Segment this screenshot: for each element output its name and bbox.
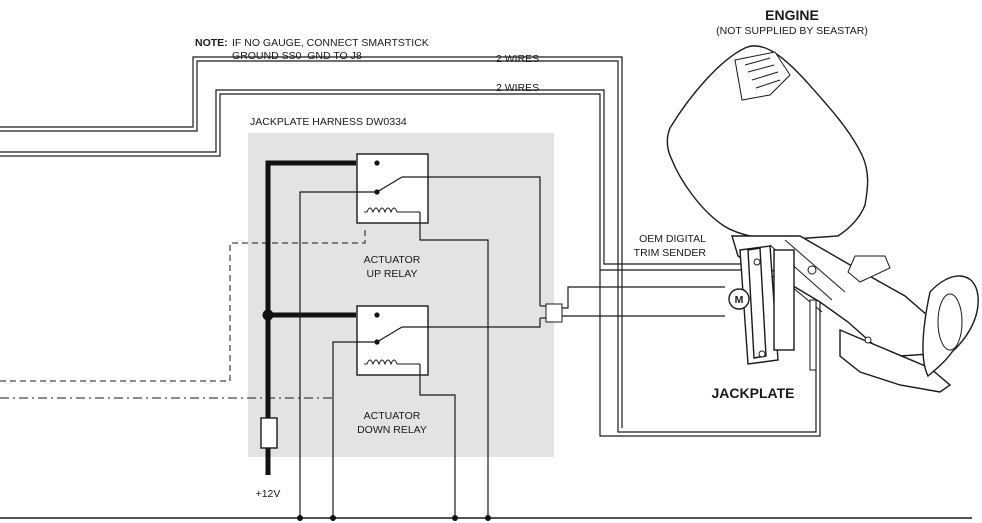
lower-wire-pair (0, 89, 741, 271)
relay-coil-icon (366, 207, 398, 214)
wires-label-second: 2 WIRES (496, 82, 539, 94)
note-prefix: NOTE: (195, 37, 228, 49)
up-relay-label-1: ACTUATOR (364, 254, 421, 266)
jackplate-bracket (739, 245, 817, 371)
outboard-engine-icon (666, 45, 979, 393)
note-line-1: IF NO GAUGE, CONNECT SMARTSTICK (232, 37, 429, 49)
wires-label-top: 2 WIRES (496, 53, 539, 65)
jackplate-label: JACKPLATE (712, 385, 795, 401)
bus-junction (262, 309, 274, 321)
upper-wire-pair (0, 56, 817, 433)
motor-icon (728, 288, 750, 310)
note-line-2: GROUND SS0_GND TO J8 (232, 50, 362, 62)
engine-subtitle: (NOT SUPPLIED BY SEASTAR) (716, 25, 868, 37)
oem-sender-line-1: OEM DIGITAL (639, 233, 706, 245)
down-relay-label-1: ACTUATOR (364, 410, 421, 422)
up-control-dashed-line (0, 226, 366, 382)
sensor-wire (599, 270, 821, 437)
down-relay (356, 305, 429, 376)
engine-title: ENGINE (765, 7, 819, 23)
up-relay-label-2: UP RELAY (367, 268, 418, 280)
relay-coil-icon (366, 359, 398, 366)
supply-label: +12V (256, 488, 281, 500)
motor-label: M (735, 294, 744, 306)
oem-sender-line-2: TRIM SENDER (634, 247, 707, 259)
harness-label: JACKPLATE HARNESS DW0334 (250, 116, 407, 128)
up-relay (356, 153, 429, 224)
supply-bus (265, 160, 356, 475)
fuse-icon (260, 417, 278, 449)
connector-icon (545, 303, 563, 323)
down-relay-label-2: DOWN RELAY (357, 424, 427, 436)
